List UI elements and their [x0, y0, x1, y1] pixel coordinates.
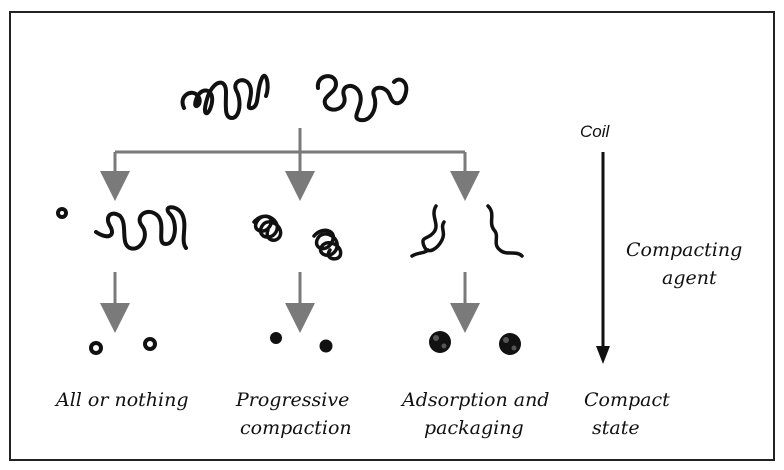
mid-coil-col2-a — [252, 214, 283, 242]
compact-state-label-line2: state — [592, 417, 640, 439]
mid-coil-col2-b — [312, 228, 343, 261]
column2-caption-line2: compaction — [240, 417, 352, 439]
compacting-agent-label-line2: agent — [662, 267, 717, 289]
column3-caption-line1: Adsorption and — [402, 389, 550, 411]
compact-dot-2 — [319, 339, 333, 353]
top-coil-2 — [315, 74, 409, 123]
compact-state-label-line1: Compact — [584, 389, 670, 411]
compaction-arrow — [596, 152, 610, 364]
compact-ring-2 — [143, 337, 157, 351]
compacting-agent-label-line1: Compacting — [626, 239, 743, 261]
compact-ring-1 — [89, 341, 103, 355]
small-ring-mid — [56, 207, 68, 219]
coil-label: Coil — [580, 122, 610, 141]
top-coil-1 — [180, 74, 270, 120]
lower-arrows — [100, 272, 480, 333]
mid-coil-col3-a — [410, 204, 446, 258]
column3-caption-line2: packaging — [424, 417, 524, 439]
packaged-blob-1 — [429, 331, 451, 353]
mid-coil-col1 — [94, 205, 188, 251]
compact-dot-1 — [270, 332, 282, 344]
column2-caption-line1: Progressive — [236, 389, 350, 411]
branch-connector — [100, 128, 480, 201]
frame-border — [9, 11, 775, 461]
packaged-blob-2 — [499, 333, 521, 355]
mid-coil-col3-b — [486, 204, 524, 258]
column1-caption: All or nothing — [56, 389, 189, 411]
